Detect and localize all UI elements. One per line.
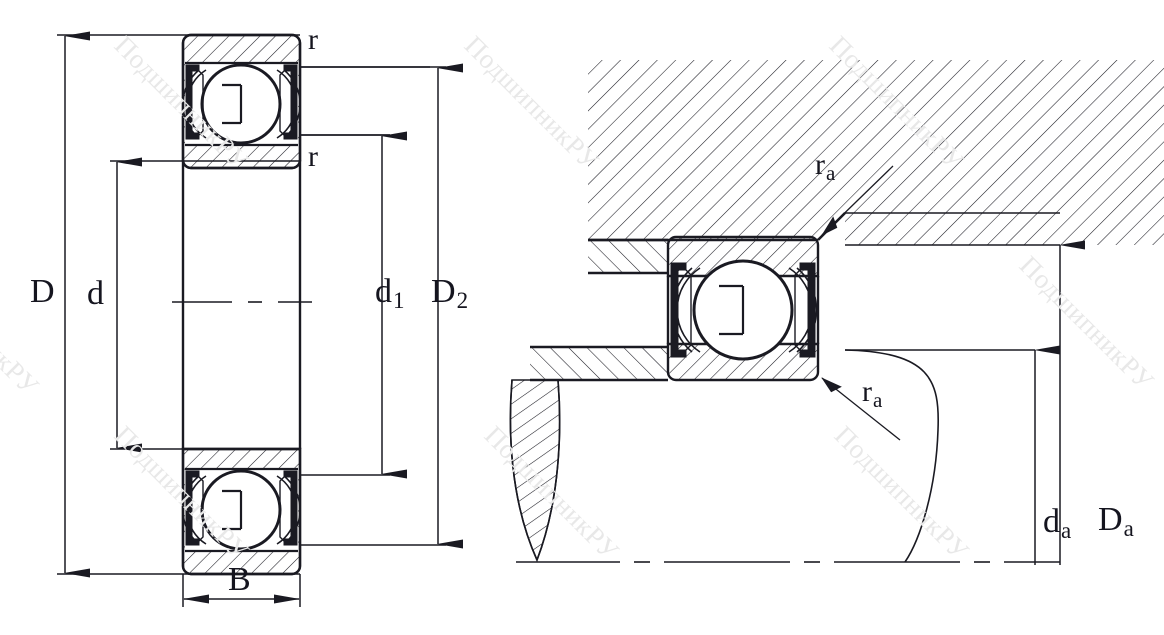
dimension-label-Da: Da bbox=[1098, 501, 1134, 542]
ball-and-seal-bottom bbox=[182, 469, 301, 551]
leader-ra-upper bbox=[821, 165, 894, 236]
dimension-label-B-text: B bbox=[228, 561, 251, 598]
dimension-label-D-text: D bbox=[30, 273, 55, 310]
dimension-label-ra-upper-sub: a bbox=[826, 160, 836, 185]
housing-plate-upper bbox=[588, 238, 668, 275]
dimension-label-ra-upper: ra bbox=[815, 150, 835, 184]
dimension-label-d: d bbox=[87, 277, 104, 311]
dimension-label-r-top-text: r bbox=[308, 23, 318, 56]
dimension-label-r-bottom-text: r bbox=[308, 140, 318, 173]
dimension-label-r-top: r bbox=[308, 25, 318, 55]
left-bearing-section bbox=[57, 31, 463, 607]
shaft-nose bbox=[509, 379, 561, 563]
dimension-label-D2-sub: 2 bbox=[456, 288, 469, 314]
dimension-label-D: D bbox=[30, 275, 55, 309]
dimension-label-Da-base: D bbox=[1098, 501, 1123, 538]
shaft-plate-lower bbox=[530, 345, 668, 382]
dimension-label-da-base: d bbox=[1043, 503, 1060, 540]
dimension-label-da-sub: a bbox=[1061, 518, 1072, 544]
dimension-label-B: B bbox=[228, 563, 251, 597]
dimension-d bbox=[110, 157, 300, 453]
leader-lines-r bbox=[300, 66, 430, 136]
dimension-B bbox=[182, 574, 301, 607]
right-mounting-section bbox=[509, 60, 1164, 565]
dimension-label-d1: d1 bbox=[375, 273, 405, 314]
dimension-label-ra-lower-sub: a bbox=[873, 387, 883, 412]
dimension-label-d-text: d bbox=[87, 275, 104, 312]
leader-ra-lower bbox=[821, 377, 901, 441]
right-bearing bbox=[666, 235, 820, 382]
dimension-label-ra-lower-base: r bbox=[862, 375, 872, 408]
dimension-label-ra-upper-base: r bbox=[815, 148, 825, 181]
dimension-label-Da-sub: a bbox=[1123, 516, 1134, 542]
dimension-label-D2-base: D bbox=[431, 273, 456, 310]
ball-and-seal-top bbox=[182, 63, 301, 145]
dimension-label-ra-lower: ra bbox=[862, 377, 882, 411]
dimension-label-D2: D2 bbox=[431, 273, 469, 314]
dimension-D2 bbox=[300, 63, 463, 549]
housing-body bbox=[588, 60, 1164, 246]
dimension-label-d1-sub: 1 bbox=[393, 288, 405, 314]
dimension-D bbox=[57, 31, 300, 578]
shaft-shoulder-profile bbox=[844, 349, 1035, 563]
dimension-label-d1-base: d bbox=[375, 273, 392, 310]
dimension-label-da: da bbox=[1043, 503, 1072, 544]
dimension-label-r-bottom: r bbox=[308, 142, 318, 172]
